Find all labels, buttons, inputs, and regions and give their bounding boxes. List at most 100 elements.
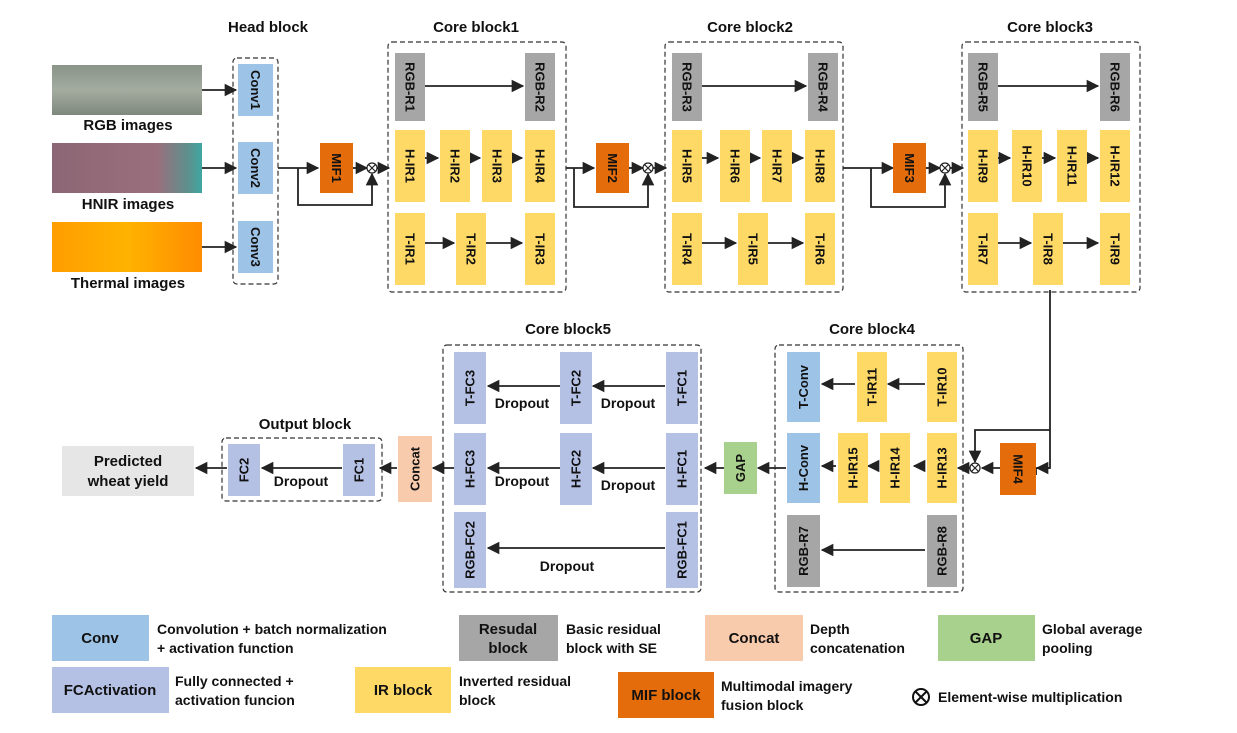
head-block-title: Head block [228,19,309,36]
t-ir11-box [857,352,887,422]
h-fc1-label: H-FC1 [675,450,690,488]
output-block: FC2 FC1 Dropout Predicted wheat yield [62,444,375,496]
legend-gap-key: GAP [970,630,1003,647]
legend-residual-swatch [459,615,558,661]
t-fc3-label: T-FC3 [463,370,478,406]
legend-multiply-desc: Element-wise multiplication [938,689,1122,705]
legend-ir-key: IR block [374,682,433,699]
legend-gap-desc1: Global average [1042,621,1143,637]
legend-conv-swatch [52,615,149,661]
h-ir9-box [968,130,998,202]
legend-mif-swatch [618,672,714,718]
mif2-box [596,143,629,193]
h-ir2-box [440,130,470,202]
legend-mif-key: MIF block [631,687,701,704]
t-fc1-label: T-FC1 [675,370,690,406]
multiply-icon [912,688,930,706]
multiply-icon [642,162,654,174]
rgb-r5-box [968,53,998,121]
connections [194,79,1100,557]
dropout-label: Dropout [601,477,656,493]
t-ir7-box [968,213,998,285]
rgb-image-thumbnail [52,65,202,115]
rgb-r3-label: RGB-R3 [680,62,695,112]
legend-mif-desc2: fusion block [721,697,804,713]
legend-fc-desc1: Fully connected + [175,673,294,689]
legend-concat-key: Concat [729,630,780,647]
t-ir3-label: T-IR3 [533,233,548,265]
t-conv-label: T-Conv [796,364,811,409]
mif3-label: MIF3 [902,153,917,183]
t-conv-box [787,352,820,422]
dropout-label: Dropout [601,395,656,411]
rgb-r7-label: RGB-R7 [796,526,811,576]
t-ir2-label: T-IR2 [464,233,479,265]
legend-residual-desc2: block with SE [566,640,657,656]
rgb-fc2-box [454,512,486,588]
legend: Conv Convolution + batch normalization +… [52,615,1143,718]
core-block1-title: Core block1 [433,19,519,36]
legend-conv-desc1: Convolution + batch normalization [157,621,387,637]
rgb-r8-box [927,515,957,587]
h-ir14-label: H-IR14 [888,447,903,489]
mif4-label: MIF4 [1011,454,1026,484]
t-ir9-label: T-IR9 [1108,233,1123,265]
t-ir3-box [525,213,555,285]
t-fc3-box [454,352,486,424]
conv1-box [238,64,273,116]
output-block-title: Output block [259,416,352,433]
legend-fc-key: FCActivation [64,682,157,699]
conv3-label: Conv3 [248,227,263,267]
legend-concat-swatch [705,615,803,661]
legend-ir-desc1: Inverted residual [459,673,571,689]
hnir-images-label: HNIR images [82,196,175,213]
t-ir2-box [456,213,486,285]
legend-gap-swatch [938,615,1035,661]
h-fc3-box [454,433,486,505]
multiply-icon [969,462,981,474]
legend-ir-swatch [355,667,451,713]
head-block: Conv1 Conv2 Conv3 [238,64,273,273]
h-ir13-box [927,433,957,503]
dropout-label: Dropout [540,558,595,574]
t-ir10-label: T-IR10 [935,367,950,406]
h-fc1-box [666,433,698,505]
conv1-label: Conv1 [248,70,263,110]
legend-conv-desc2: + activation function [157,640,294,656]
dropout-label: Dropout [495,473,550,489]
block-containers [221,41,1141,593]
core-block5-title: Core block5 [525,321,611,338]
predicted-yield-line2: wheat yield [87,473,169,490]
t-ir7-label: T-IR7 [976,233,991,265]
mif4-box [1000,443,1036,495]
multiply-icon [939,162,951,174]
t-ir4-box [672,213,702,285]
h-ir12-label: H-IR12 [1108,145,1123,186]
h-ir1-label: H-IR1 [403,149,418,183]
legend-fc-swatch [52,667,169,713]
mif2-label: MIF2 [605,153,620,183]
h-ir14-box [880,433,910,503]
core-block5: T-FC3 T-FC2 T-FC1 H-FC3 H-FC2 H-FC1 RGB-… [454,352,698,588]
h-ir11-box [1057,130,1087,202]
fc2-box [228,444,260,496]
h-ir7-label: H-IR7 [770,149,785,183]
h-fc3-label: H-FC3 [463,450,478,488]
legend-concat-desc2: concatenation [810,640,905,656]
h-ir4-label: H-IR4 [533,149,548,184]
thermal-image-thumbnail [52,222,202,272]
h-ir10-label: H-IR10 [1020,145,1035,186]
rgb-r4-label: RGB-R4 [816,62,831,113]
multiply-nodes [366,162,981,474]
predicted-yield-line1: Predicted [94,453,162,470]
t-ir9-box [1100,213,1130,285]
rgb-r8-label: RGB-R8 [935,526,950,576]
rgb-r5-label: RGB-R5 [976,62,991,112]
t-fc2-label: T-FC2 [569,370,584,406]
h-ir13-label: H-IR13 [935,447,950,488]
rgb-r4-box [808,53,838,121]
dropout-label: Dropout [495,395,550,411]
conv2-label: Conv2 [248,148,263,188]
h-ir1-box [395,130,425,202]
rgb-r6-label: RGB-R6 [1108,62,1123,112]
